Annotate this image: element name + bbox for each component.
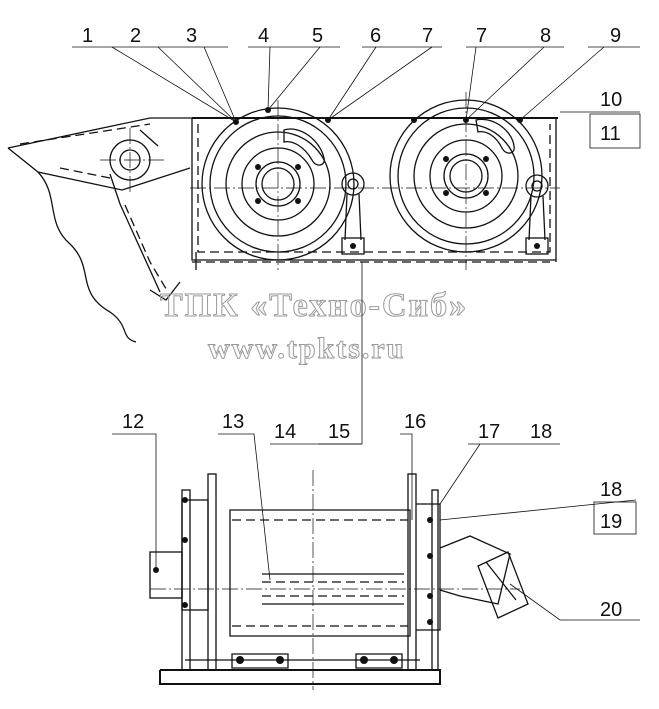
callout-19: 19 (600, 511, 622, 533)
callout-12: 12 (122, 411, 144, 433)
callout-6: 6 (370, 25, 381, 47)
callout-7a: 7 (422, 25, 433, 47)
bottom-view (149, 470, 529, 690)
callout-11: 11 (600, 123, 621, 145)
callout-14: 14 (274, 421, 296, 443)
watermark-company: ТПК «Техно-Сиб» (160, 287, 468, 324)
callout-18a: 18 (530, 421, 552, 443)
top-view (7, 92, 560, 343)
callout-10: 10 (600, 89, 622, 111)
callout-8: 8 (540, 25, 551, 47)
boom-arm (7, 117, 192, 343)
callout-9: 9 (610, 25, 621, 47)
callout-15: 15 (328, 421, 350, 443)
callout-7b: 7 (476, 25, 487, 47)
callout-17: 17 (478, 421, 500, 443)
callout-16: 16 (404, 411, 426, 433)
callout-18b: 18 (600, 479, 622, 501)
leader-lines (72, 46, 641, 621)
callout-1: 1 (82, 25, 93, 47)
watermark-website: www.tpkts.ru (208, 332, 405, 365)
tension-arm-right (525, 174, 549, 255)
callout-4: 4 (258, 25, 269, 47)
callout-numbers: 1 2 3 4 5 6 7 7 8 9 10 11 12 13 14 15 16… (82, 25, 622, 621)
drum-left (201, 100, 355, 270)
callout-2: 2 (130, 25, 141, 47)
callout-20: 20 (600, 599, 622, 621)
watermark: ТПК «Техно-Сиб» www.tpkts.ru (160, 287, 468, 366)
winch-frame-top (190, 117, 560, 270)
tension-arm-left (341, 172, 365, 255)
callout-5: 5 (312, 25, 323, 47)
callout-3: 3 (186, 25, 197, 47)
callout-13: 13 (222, 411, 244, 433)
